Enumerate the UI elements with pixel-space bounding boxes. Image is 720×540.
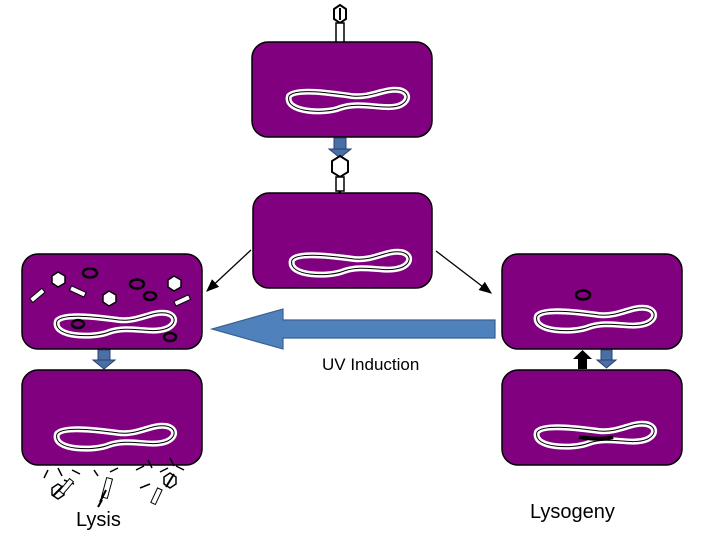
phage-icon-released <box>150 472 177 506</box>
uv-induction-arrow <box>209 308 496 350</box>
arrow-up-excision <box>573 350 592 369</box>
bacterial-cell-lysogenic <box>501 253 683 350</box>
bacterial-chromosome <box>285 86 411 115</box>
bacterial-cell-lytic <box>21 253 203 350</box>
plasmid-ring <box>574 289 592 301</box>
arrow-down-lysis <box>91 349 117 370</box>
phage-icon-released <box>97 476 114 508</box>
plasmid-ring <box>70 318 86 330</box>
bacterial-chromosome <box>53 422 178 452</box>
bacterial-cell-lysing <box>21 369 203 466</box>
arrow-to-lysogenic <box>435 250 493 294</box>
bacterial-chromosome <box>533 304 658 334</box>
arrow-down-integration <box>595 349 618 369</box>
bacterial-cell-injected <box>252 192 433 289</box>
phage-capsid-hexagon <box>102 290 117 307</box>
bacterial-chromosome <box>533 420 658 450</box>
phage-icon-released <box>51 477 75 500</box>
uv-induction-label: UV Induction <box>322 355 420 374</box>
phage-tail-rod <box>68 285 87 298</box>
phage-tail-rod <box>173 294 192 307</box>
bacterial-chromosome <box>53 309 178 339</box>
phage-tail-rod <box>28 287 46 304</box>
plasmid-ring <box>142 290 158 302</box>
phage-capsid-hexagon <box>167 275 182 292</box>
plasmid-ring <box>162 331 178 343</box>
lysis-label: Lysis <box>76 509 121 531</box>
lysogeny-label: Lysogeny <box>530 501 615 523</box>
arrow-down-injection <box>327 137 353 159</box>
phage-icon-top <box>333 3 347 44</box>
plasmid-ring <box>128 278 146 290</box>
arrow-to-lytic <box>206 249 252 292</box>
bacterial-cell-infection <box>251 41 433 138</box>
bacterial-cell-prophage <box>501 369 683 466</box>
burst-debris <box>43 457 185 489</box>
bacterial-chromosome <box>288 248 413 278</box>
integrated-prophage <box>578 435 614 441</box>
plasmid-ring <box>81 267 99 279</box>
phage-capsid-hexagon <box>51 271 66 288</box>
